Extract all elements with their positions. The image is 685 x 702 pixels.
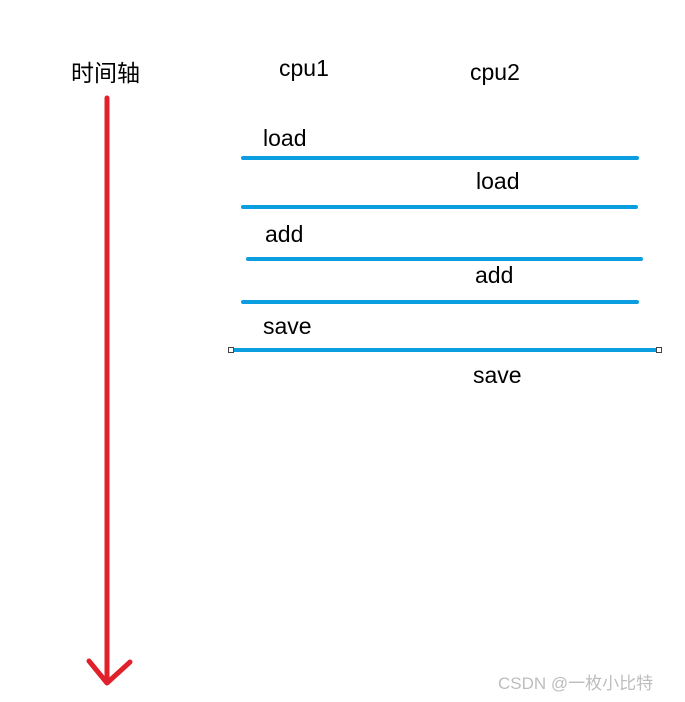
divider-line <box>241 156 639 160</box>
cpu2-save-label: save <box>473 362 522 388</box>
divider-line <box>241 300 639 304</box>
timeline-label: 时间轴 <box>71 60 140 86</box>
cpu2-add-label: add <box>475 262 514 288</box>
cpu1-save-label: save <box>263 313 312 339</box>
divider-line <box>241 205 638 209</box>
selection-handle-left[interactable] <box>228 347 234 353</box>
selection-handle-right[interactable] <box>656 347 662 353</box>
divider-line <box>246 257 643 261</box>
cpu1-add-label: add <box>265 221 304 247</box>
divider-line-selected[interactable] <box>231 348 660 352</box>
cpu2-load-label: load <box>476 168 520 194</box>
watermark: CSDN @一枚小比特 <box>498 674 654 693</box>
cpu1-load-label: load <box>263 125 307 151</box>
column-header-cpu1: cpu1 <box>279 55 329 81</box>
column-header-cpu2: cpu2 <box>470 59 520 85</box>
timeline-arrow-head <box>86 658 133 686</box>
